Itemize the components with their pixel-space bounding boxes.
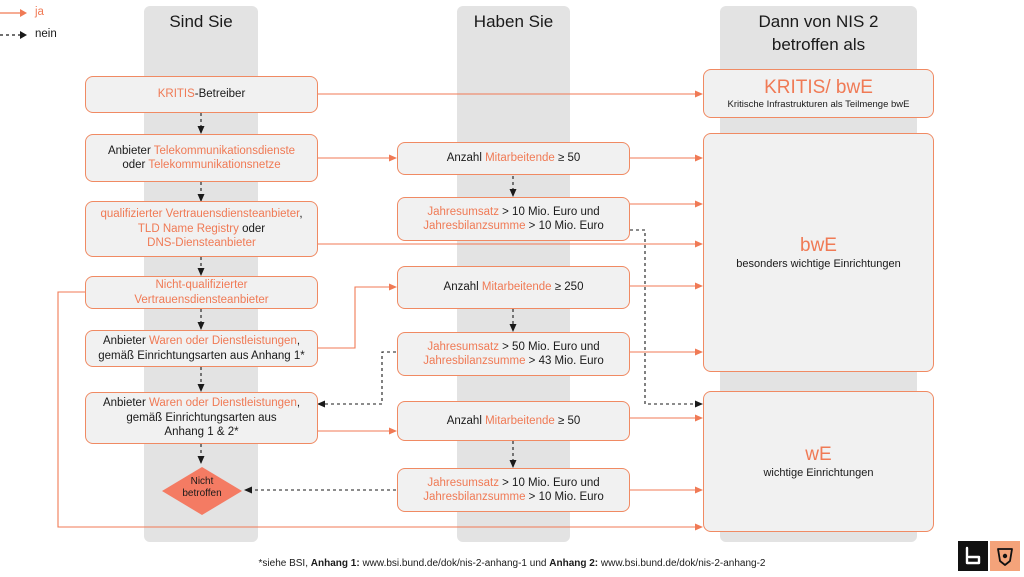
column-dann-title: Dann von NIS 2 betroffen als	[720, 10, 917, 56]
result-kritis-title: KRITIS/ bwE	[764, 76, 873, 98]
result-bwe: bwE besonders wichtige Einrichtungen	[703, 133, 934, 372]
brand-shield-logo-icon	[990, 541, 1020, 571]
result-we-subtitle: wichtige Einrichtungen	[763, 466, 874, 479]
column-sind-title: Sind Sie	[169, 12, 233, 31]
nicht-betroffen-diamond-icon	[162, 467, 242, 515]
footnote: *siehe BSI, Anhang 1: www.bsi.bund.de/do…	[258, 558, 766, 569]
box-kritis-betreiber: KRITIS-Betreiber	[85, 76, 318, 113]
legend-no-label: nein	[35, 28, 57, 40]
box-telekommunikation: Anbieter Telekommunikationsdienste oder …	[85, 134, 318, 182]
box-waren-anhang-1: Anbieter Waren oder Dienstleistungen, ge…	[85, 330, 318, 367]
box-umsatz-10-b: Jahresumsatz > 10 Mio. Euro und Jahresbi…	[397, 468, 630, 512]
box-umsatz-10-a: Jahresumsatz > 10 Mio. Euro und Jahresbi…	[397, 197, 630, 241]
result-we-title: wE	[805, 443, 832, 465]
box-umsatz-50: Jahresumsatz > 50 Mio. Euro und Jahresbi…	[397, 332, 630, 376]
box-mitarbeitende-50-b: Anzahl Mitarbeitende ≥ 50	[397, 401, 630, 441]
result-bwe-title: bwE	[800, 234, 837, 256]
column-dann-title-line1: Dann von NIS 2	[758, 12, 879, 31]
box-waren-anhang-1-2: Anbieter Waren oder Dienstleistungen, ge…	[85, 392, 318, 444]
result-kritis-bwe: KRITIS/ bwE Kritische Infrastrukturen al…	[703, 69, 934, 118]
legend-yes-label: ja	[35, 6, 44, 18]
nicht-betroffen-label: Nicht betroffen	[182, 476, 222, 499]
result-we: wE wichtige Einrichtungen	[703, 391, 934, 532]
box-nicht-qualifizierter: Nicht-qualifizierter Vertrauensdienstean…	[85, 276, 318, 309]
column-dann-title-line2: betroffen als	[771, 35, 866, 54]
brand-logo-icon	[958, 541, 988, 571]
result-bwe-subtitle: besonders wichtige Einrichtungen	[736, 257, 901, 270]
box-qualifizierter-vertrauensdiensteanbieter: qualifizierter Vertrauensdiensteanbieter…	[85, 201, 318, 257]
column-haben-title: Haben Sie	[473, 12, 554, 31]
box-mitarbeitende-250: Anzahl Mitarbeitende ≥ 250	[397, 266, 630, 309]
result-kritis-subtitle: Kritische Infrastrukturen als Teilmenge …	[727, 98, 910, 110]
legend-arrows-icon	[0, 9, 27, 39]
box-mitarbeitende-50-a: Anzahl Mitarbeitende ≥ 50	[397, 142, 630, 175]
